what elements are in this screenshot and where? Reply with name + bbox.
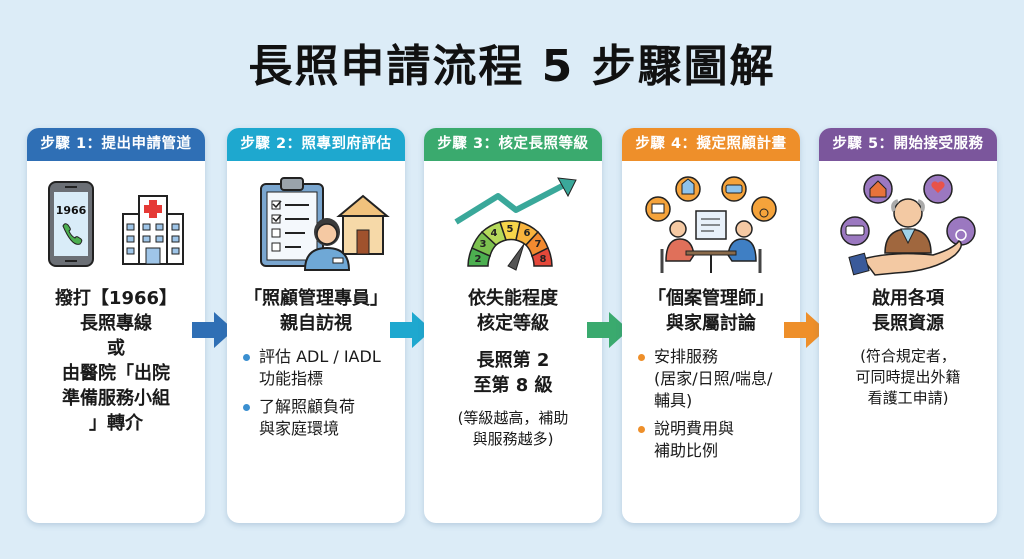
step-4-description: 「個案管理師」 與家屬討論 [648, 288, 774, 334]
step-4-bullet: 說明費用與 補助比例 [638, 418, 790, 462]
arrow-right-icon [784, 310, 826, 350]
care-manager-icon [303, 217, 351, 271]
step-1-description: 撥打【1966】 長照專線 或 由醫院「出院 準備服務小組 」轉介 [54, 288, 178, 434]
trend-up-arrow-icon [454, 180, 568, 225]
clipboard-checklist-icon [260, 176, 390, 271]
phone-1966-icon: 1966 [48, 180, 184, 267]
step-5-header: 步驟 5：開始接受服務 [819, 128, 997, 161]
svg-text:5: 5 [507, 224, 514, 235]
step-5-description: 啟用各項 長照資源 [872, 288, 944, 334]
step-2-description: 「照顧管理專員」 親自訪視 [244, 288, 388, 334]
step-5-illustration [819, 161, 997, 286]
svg-text:3: 3 [480, 239, 487, 250]
arrow-right-icon [192, 310, 234, 350]
step-3-note: (等級越高，補助 與服務越多) [457, 409, 569, 448]
svg-text:4: 4 [491, 228, 498, 239]
step-5-note: (符合規定者， 可同時提出外籍 看護工申請) [855, 347, 961, 407]
svg-text:7: 7 [535, 239, 542, 250]
step-2-bullet: 評估 ADL / IADL 功能指標 [243, 346, 395, 390]
step-2-card: 步驟 2：照專到府評估 [227, 128, 405, 523]
svg-text:6: 6 [524, 228, 531, 239]
step-3-header: 步驟 3：核定長照等級 [424, 128, 602, 161]
arrow-right-icon [587, 310, 629, 350]
step-2-illustration [227, 161, 405, 286]
step-5-card: 步驟 5：開始接受服務 啟用各項 長照資源 (符合規定者， 可同時提出外籍 看護… [819, 128, 997, 523]
step-2-bullet-list: 評估 ADL / IADL 功能指標 了解照顧負荷 與家庭環境 [237, 346, 395, 440]
step-4-bullet-list: 安排服務 (居家/日照/喘息/ 輔具) 說明費用與 補助比例 [632, 346, 790, 462]
page-title: 長照申請流程 5 步驟圖解 [248, 41, 776, 92]
arrow-right-icon [390, 310, 432, 350]
step-2-header: 步驟 2：照專到府評估 [227, 128, 405, 161]
step-4-illustration [622, 161, 800, 286]
step-4-card: 步驟 4：擬定照顧計畫 「個案管理師」 與家屬討論 [622, 128, 800, 523]
hospital-icon [122, 194, 184, 265]
house-icon [336, 194, 390, 255]
meeting-icon [645, 176, 777, 273]
svg-text:1966: 1966 [56, 204, 87, 217]
step-4-bullet: 安排服務 (居家/日照/喘息/ 輔具) [638, 346, 790, 412]
svg-text:2: 2 [475, 254, 482, 265]
step-2-bullet: 了解照顧負荷 與家庭環境 [243, 396, 395, 440]
step-3-description: 依失能程度 核定等級 [468, 288, 558, 334]
step-1-card: 步驟 1：提出申請管道 1966 [27, 128, 205, 523]
step-3-card: 步驟 3：核定長照等級 2 3 4 5 6 7 8 [424, 128, 602, 523]
elder-in-hand-icon [840, 174, 976, 276]
step-1-illustration: 1966 [27, 161, 205, 286]
step-1-header: 步驟 1：提出申請管道 [27, 128, 205, 161]
gauge-icon: 2 3 4 5 6 7 8 [454, 176, 577, 271]
svg-text:8: 8 [540, 254, 547, 265]
step-3-illustration: 2 3 4 5 6 7 8 [424, 161, 602, 286]
step-4-header: 步驟 4：擬定照顧計畫 [622, 128, 800, 161]
wheelchair-icon [946, 216, 976, 246]
step-3-level-range: 長照第 2 至第 8 級 [473, 350, 553, 396]
